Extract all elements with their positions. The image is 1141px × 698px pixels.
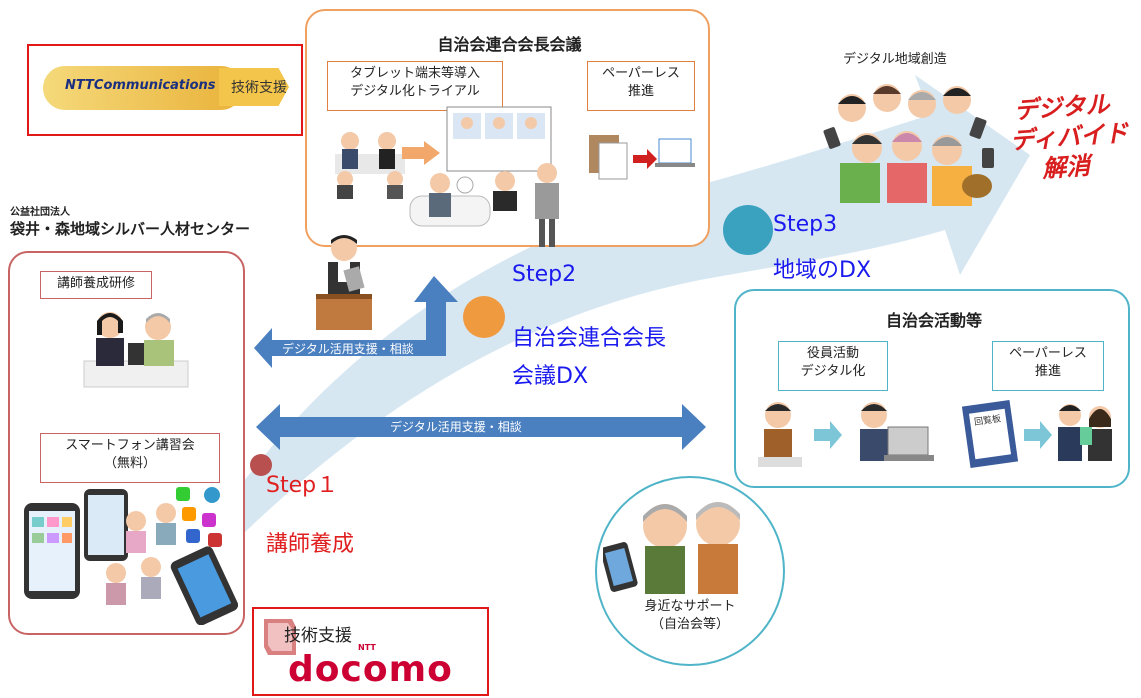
support-arrow-long	[256, 404, 706, 450]
step1-dot	[250, 454, 272, 476]
support-arrow-long-label: デジタル活用支援・相談	[390, 420, 522, 434]
step2-subtitle-line2: 会議DX	[512, 364, 589, 389]
ntt-support-label: 技術支援	[231, 80, 287, 96]
smartphone-course-line2: （無料）	[103, 456, 156, 471]
digital-divide-text: デジタル ディバイド 解消	[1007, 88, 1131, 186]
local-support-circle: 身近なサポート （自治会等）	[595, 476, 785, 666]
docomo-support-box: 技術支援 NTT docomo	[252, 607, 489, 696]
activities-paperless-label: ペーパーレス 推進	[992, 341, 1104, 391]
instructor-training-illustration	[83, 312, 189, 388]
elderly-presenter-illustration	[535, 163, 559, 247]
docomo-badge-icon	[264, 619, 296, 655]
step3-subtitle: 地域のDX	[773, 258, 872, 283]
local-support-line2: （自治会等）	[650, 617, 729, 632]
activities-paperless-line2: 推進	[1034, 364, 1061, 379]
officer-digital-label: 役員活動 デジタル化	[778, 341, 888, 391]
instructor-training-label: 講師養成研修	[40, 271, 152, 299]
local-support-line1: 身近なサポート	[644, 599, 736, 614]
officer-digital-line2: デジタル化	[800, 364, 866, 379]
step1-subtitle: 講師養成	[266, 532, 355, 557]
ntt-logo-text: NTTCommunications	[65, 78, 216, 93]
ntt-support-box: NTTCommunications 技術支援	[27, 44, 303, 136]
org-type: 公益社団法人	[10, 207, 70, 218]
step3-dot	[723, 205, 773, 255]
officer-digital-line1: 役員活動	[806, 346, 859, 361]
docomo-support-label: 技術支援	[284, 626, 352, 646]
ntt-logo: NTTCommunications	[43, 66, 243, 110]
docomo-logo: docomo	[288, 649, 453, 690]
meeting-paperless-label: ペーパーレス 推進	[587, 61, 695, 111]
step2-dot	[463, 296, 505, 338]
step2-title: Step2	[512, 262, 577, 287]
step2-subtitle-line1: 自治会連合会長	[512, 326, 667, 351]
paperless-illustration	[589, 135, 695, 180]
org-name: 袋井・森地域シルバー人材センター	[10, 220, 251, 238]
meeting-title: 自治会連合会長会議	[437, 35, 582, 54]
training-box: 講師養成研修 スマートフォン講習会 （無料）	[8, 251, 245, 635]
local-support-text: 身近なサポート （自治会等）	[597, 598, 783, 634]
elderly-couple-illustration	[603, 502, 740, 594]
officer-activity-illustration	[758, 402, 934, 467]
community-title: デジタル地域創造	[843, 52, 947, 67]
board-label: 回覧板	[973, 412, 1001, 428]
smartphone-course-illustration	[24, 487, 238, 625]
meeting-tablet-label: タブレット端末等導入 デジタル化トライアル	[327, 61, 503, 111]
meeting-table-illustration	[335, 132, 405, 199]
smartphone-course-label: スマートフォン講習会 （無料）	[40, 433, 220, 483]
sofa-elderly-illustration	[409, 173, 491, 227]
meeting-paperless-line1: ペーパーレス	[602, 66, 680, 81]
meeting-tablet-line2: デジタル化トライアル	[350, 84, 480, 99]
activities-paperless-line1: ペーパーレス	[1009, 346, 1087, 361]
support-arrow-short-label: デジタル活用支援・相談	[282, 342, 414, 356]
support-arrow-short	[254, 276, 458, 368]
video-conference-illustration	[446, 106, 552, 211]
smartphone-course-line1: スマートフォン講習会	[65, 438, 195, 453]
community-crowd-illustration	[823, 84, 994, 206]
paperless-board-illustration: 回覧板	[962, 399, 1112, 469]
ntt-support-tag: 技術支援	[219, 68, 289, 106]
step1-title: Step１	[266, 473, 339, 498]
meeting-box: 自治会連合会長会議 タブレット端末等導入 デジタル化トライアル ペーパーレス 推…	[305, 9, 710, 247]
activities-title: 自治会活動等	[885, 311, 982, 330]
meeting-paperless-line2: 推進	[627, 84, 654, 99]
meeting-arrow-icon	[402, 141, 440, 165]
speaker-podium-illustration	[316, 235, 372, 330]
step3-title: Step3	[773, 212, 838, 237]
docomo-ntt-small: NTT	[358, 643, 376, 652]
flow-arrow-shape	[150, 75, 1030, 630]
activities-box: 自治会活動等 役員活動 デジタル化 ペーパーレス 推進 回覧板	[734, 289, 1130, 488]
meeting-tablet-line1: タブレット端末等導入	[349, 66, 480, 81]
